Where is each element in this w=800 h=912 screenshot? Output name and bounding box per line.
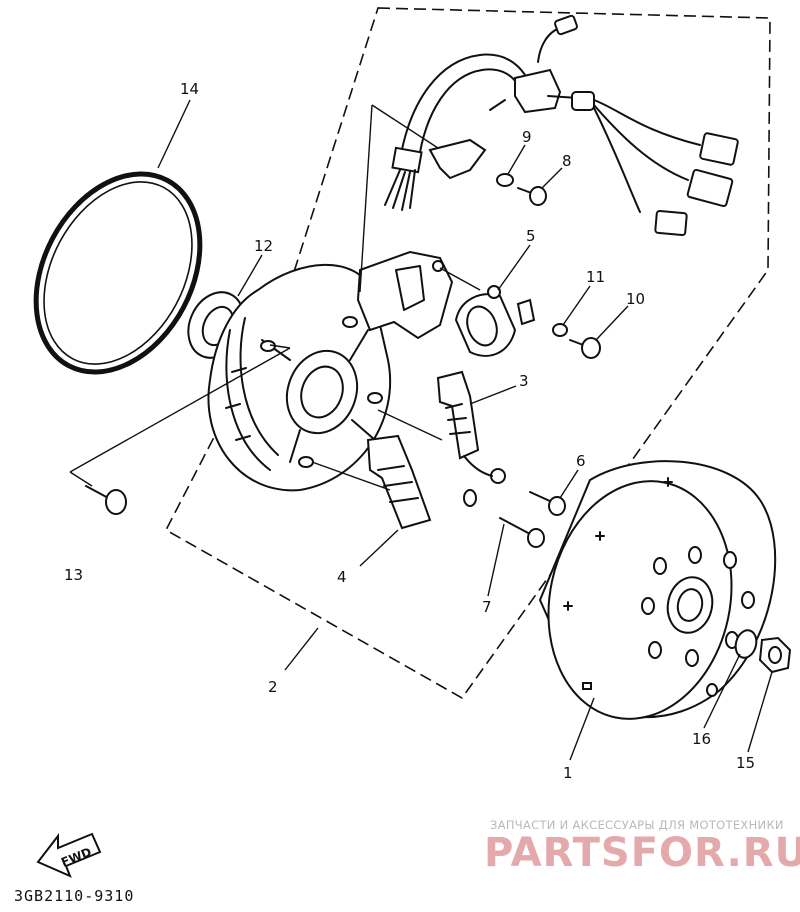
label-part-5: 5: [526, 227, 536, 245]
forward-arrow-icon: FWD: [36, 832, 102, 878]
label-part-13: 13: [64, 566, 83, 584]
screw-8: [517, 186, 547, 206]
leader-9: [507, 144, 526, 175]
leader-2: [284, 627, 319, 671]
leader-10: [595, 305, 629, 341]
leader-6: [559, 469, 579, 499]
wiring-harness: [384, 14, 739, 237]
screw-13: [85, 485, 127, 515]
screw-6: [529, 491, 566, 516]
leader-13b: [69, 471, 93, 487]
label-part-7: 7: [482, 598, 492, 616]
leader-4: [359, 529, 399, 567]
leader-14: [157, 99, 191, 169]
label-part-12: 12: [254, 237, 273, 255]
label-part-1: 1: [563, 764, 573, 782]
label-part-11: 11: [586, 268, 605, 286]
label-part-8: 8: [562, 152, 572, 170]
leader-8: [541, 167, 563, 189]
watermark-logo: PARTSFOR.RU: [484, 830, 800, 876]
washer-11: [552, 323, 568, 337]
leader-4b: [311, 461, 391, 491]
leader-12: [237, 254, 263, 297]
pickup-coil-5: [454, 285, 536, 357]
rotor-1: [538, 460, 777, 720]
stator-plate: [207, 263, 392, 492]
label-part-16: 16: [692, 730, 711, 748]
leader-5b: [439, 267, 481, 291]
leader-11: [562, 285, 591, 326]
watermark-tagline: ЗАПЧАСТИ И АКСЕССУАРЫ ДЛЯ МОТОТЕХНИКИ: [490, 818, 784, 832]
nut-15: [758, 636, 792, 674]
leader-1: [569, 697, 595, 761]
leader-harness-2: [359, 104, 373, 293]
o-ring-14: [33, 171, 203, 375]
harness-clamp: [428, 138, 487, 180]
lighting-coil-4: [366, 434, 477, 530]
leader-7: [487, 523, 505, 597]
leader-15: [747, 671, 773, 753]
leader-16: [703, 653, 741, 729]
label-part-6: 6: [576, 452, 586, 470]
washer-9: [496, 173, 514, 187]
washer-16: [734, 629, 758, 659]
leader-13a: [69, 347, 291, 473]
label-part-2: 2: [268, 678, 278, 696]
label-part-15: 15: [736, 754, 755, 772]
screw-7: [499, 517, 545, 548]
label-part-10: 10: [626, 290, 645, 308]
label-part-9: 9: [522, 128, 532, 146]
bracket: [356, 250, 454, 340]
leader-3: [469, 385, 517, 405]
source-coil-3: [436, 370, 506, 484]
leader-3b: [377, 409, 443, 441]
screw-10: [569, 337, 601, 359]
label-part-3: 3: [519, 372, 529, 390]
label-part-14: 14: [180, 80, 199, 98]
leader-5: [497, 244, 531, 291]
label-part-4: 4: [337, 568, 347, 586]
diagram-code: 3GB2110-9310: [14, 887, 134, 905]
leader-13c: [269, 344, 291, 349]
leader-harness: [371, 104, 439, 149]
